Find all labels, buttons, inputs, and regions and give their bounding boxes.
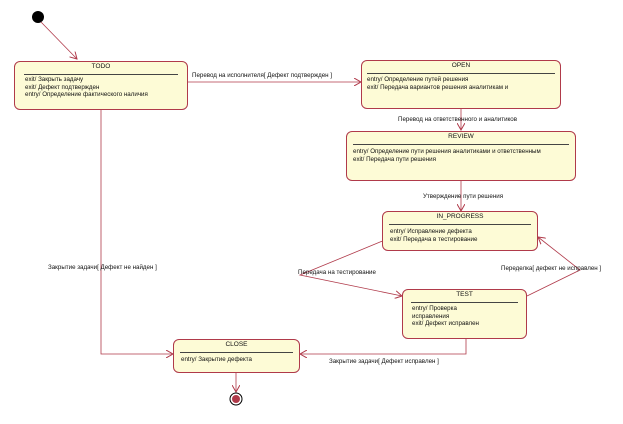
- state-todo-separator: [24, 74, 178, 75]
- state-open-title: OPEN: [451, 62, 471, 69]
- state-open-actions: entry/ Определение путей решения exit/ П…: [367, 76, 508, 91]
- state-test[interactable]: TEST entry/ Проверка исправления exit/ Д…: [402, 289, 527, 339]
- state-action: entry/ Определение путей решения: [367, 76, 469, 83]
- state-test-actions: entry/ Проверка исправления exit/ Дефект…: [412, 305, 479, 328]
- label-progress-test: Передача на тестирование: [298, 269, 376, 276]
- state-todo-actions: exit/ Закрыть задачу exit/ Дефект подтве…: [25, 76, 148, 99]
- label-test-progress: Переделка[ дефект не исправлен ]: [501, 265, 602, 272]
- state-open[interactable]: OPEN entry/ Определение путей решения ex…: [361, 60, 561, 109]
- state-todo[interactable]: TODO exit/ Закрыть задачу exit/ Дефект п…: [14, 61, 188, 110]
- transition-test-progress: [526, 237, 581, 297]
- state-action: исправления: [412, 312, 450, 320]
- label-open-review: Перевод на ответственного и аналитиков: [398, 116, 518, 123]
- state-action: entry/ Определение фактического наличия: [25, 91, 148, 99]
- label-todo-close: Закрытие задачи[ Дефект не найден ]: [48, 264, 157, 271]
- state-in-progress-title: IN_PROGRESS: [436, 213, 484, 220]
- transition-progress-test: [298, 239, 402, 296]
- final-state-core: [232, 395, 240, 403]
- state-action: exit/ Передача пути решения: [353, 155, 436, 163]
- state-close-title: CLOSE: [225, 341, 248, 348]
- state-action: exit/ Передача в тестирование: [390, 235, 478, 243]
- state-close[interactable]: CLOSE entry/ Закрытие дефекта: [173, 339, 300, 373]
- state-action: entry/ Определение пути решения аналитик…: [353, 148, 541, 155]
- state-review-separator: [353, 144, 569, 145]
- state-action: entry/ Проверка: [412, 305, 457, 312]
- state-action: exit/ Закрыть задачу: [25, 76, 84, 83]
- state-action: exit/ Дефект исправлен: [412, 320, 479, 328]
- state-action: exit/ Дефект подтвержден: [25, 83, 100, 91]
- state-in-progress[interactable]: IN_PROGRESS entry/ Исправление дефекта e…: [382, 211, 538, 251]
- initial-state: [32, 11, 44, 23]
- state-todo-title: TODO: [91, 63, 111, 70]
- label-todo-open: Перевод на исполнителя[ Дефект подтвержд…: [192, 72, 333, 79]
- state-action: exit/ Передача вариантов решения аналити…: [367, 83, 509, 91]
- transition-todo-close: [100, 110, 173, 354]
- label-test-close: Закрытие задачи[ Дефект исправлен ]: [329, 358, 439, 365]
- state-review[interactable]: REVIEW entry/ Определение пути решения а…: [346, 131, 576, 181]
- state-in-progress-separator: [389, 224, 531, 225]
- state-open-separator: [367, 73, 555, 74]
- state-test-separator: [411, 302, 518, 303]
- state-action: entry/ Исправление дефекта: [390, 228, 472, 235]
- label-review-progress: Утверждение пути решения: [423, 193, 504, 200]
- transition-initial-todo: [40, 21, 77, 59]
- state-action: entry/ Закрытие дефекта: [181, 356, 252, 363]
- state-review-actions: entry/ Определение пути решения аналитик…: [353, 148, 541, 163]
- transition-test-close: [300, 339, 467, 354]
- state-close-separator: [180, 352, 293, 353]
- state-in-progress-actions: entry/ Исправление дефекта exit/ Передач…: [390, 228, 477, 243]
- state-review-title: REVIEW: [448, 133, 474, 140]
- state-test-title: TEST: [456, 291, 473, 298]
- state-close-actions: entry/ Закрытие дефекта: [181, 356, 252, 364]
